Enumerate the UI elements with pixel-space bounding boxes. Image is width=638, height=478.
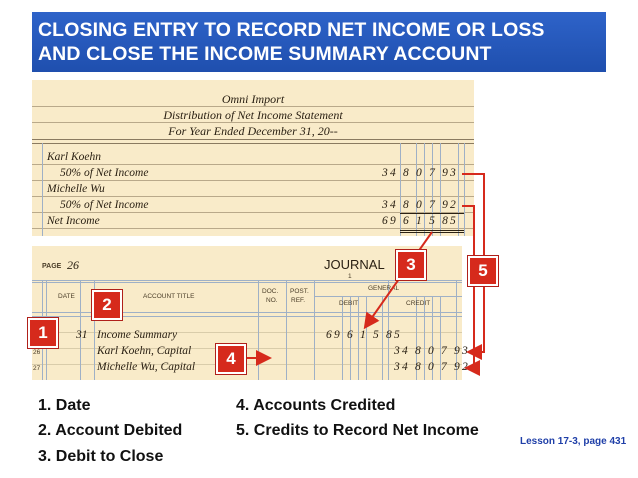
header-date: DATE (58, 293, 75, 300)
callout-3: 3 (396, 250, 426, 280)
journal-row-day: 31 (76, 329, 88, 341)
column-line (350, 296, 351, 380)
rule (32, 143, 474, 144)
column-line (388, 280, 389, 380)
column-line (432, 296, 433, 380)
column-line (440, 296, 441, 380)
statement-row-label: 50% of Net Income (60, 199, 149, 211)
column-line (366, 296, 367, 380)
column-line (286, 280, 287, 380)
journal-line-number: 27 (33, 365, 41, 372)
header-post-ref: REF. (291, 297, 306, 304)
legend-item-3: 3. Debit to Close (38, 448, 164, 465)
column-line (432, 143, 433, 236)
journal-title: JOURNAL (324, 257, 385, 272)
column-line (424, 296, 425, 380)
statement-name: Distribution of Net Income Statement (163, 108, 343, 122)
rule (32, 332, 462, 333)
journal-row-account: Michelle Wu, Capital (97, 361, 196, 373)
legend-item-5: 5. Credits to Record Net Income (236, 422, 479, 439)
callout-5: 5 (468, 256, 498, 286)
header-account-title: ACCOUNT TITLE (143, 293, 195, 300)
journal-row-debit: 69 6 1 5 85 (326, 329, 402, 341)
column-line (464, 143, 465, 236)
statement-row-amount: 69 6 1 5 85 (382, 215, 458, 227)
journal-row-credit: 34 8 0 7 92 (394, 361, 470, 373)
column-line (416, 143, 417, 236)
rule (32, 316, 462, 317)
column-line (440, 143, 441, 236)
margin-line (42, 143, 43, 236)
callout-2: 2 (92, 290, 122, 320)
lesson-reference: Lesson 17-3, page 431 (520, 436, 627, 447)
column-line (400, 143, 401, 236)
journal-sheet-number: 1 (348, 273, 352, 280)
statement-row-label: Karl Koehn (47, 151, 101, 163)
header-doc-no: NO. (266, 297, 278, 304)
title-line-1: CLOSING ENTRY TO RECORD NET INCOME OR LO… (38, 19, 545, 41)
statement-row-amount: 34 8 0 7 93 (382, 167, 458, 179)
rule (32, 348, 462, 349)
rule (32, 228, 474, 229)
statement-company: Omni Import (221, 92, 285, 106)
header-doc: DOC. (262, 288, 279, 295)
callout-4: 4 (216, 344, 246, 374)
rule (32, 122, 474, 123)
slide-title: CLOSING ENTRY TO RECORD NET INCOME OR LO… (32, 12, 606, 72)
arrow-credit-michelle-line (462, 205, 475, 367)
double-rule (400, 230, 464, 231)
rule (32, 180, 474, 181)
statement-row-amount: 34 8 0 7 92 (382, 199, 458, 211)
journal-row-credit: 34 8 0 7 93 (394, 345, 470, 357)
header-credit: CREDIT (406, 300, 431, 307)
journal-line-number: 26 (33, 349, 41, 356)
column-line (80, 280, 81, 380)
journal-page-label: PAGE (42, 263, 62, 270)
statement-row-label: 50% of Net Income (60, 167, 149, 179)
journal-page-number: 26 (67, 258, 79, 272)
total-rule (400, 213, 464, 214)
column-line (314, 280, 315, 380)
header-post: POST. (290, 288, 309, 295)
rule (32, 312, 462, 313)
statement-row-label: Net Income (47, 215, 100, 227)
rule (32, 364, 462, 365)
rule (32, 139, 474, 140)
rule (32, 280, 462, 281)
header-debit: DEBIT (339, 300, 359, 307)
title-line-2: AND CLOSE THE INCOME SUMMARY ACCOUNT (38, 43, 492, 65)
statement-period: For Year Ended December 31, 20-- (168, 124, 338, 138)
column-line (458, 143, 459, 236)
rule (32, 164, 474, 165)
rule (32, 196, 474, 197)
column-line (456, 280, 457, 380)
column-line (94, 280, 95, 380)
column-line (358, 296, 359, 380)
statement-row-label: Michelle Wu (47, 183, 105, 195)
rule (32, 212, 474, 213)
legend-item-1: 1. Date (38, 397, 91, 414)
journal-row-account: Karl Koehn, Capital (97, 345, 192, 357)
column-line (342, 296, 343, 380)
column-line (424, 143, 425, 236)
rule (32, 106, 474, 107)
legend-item-2: 2. Account Debited (38, 422, 183, 439)
callout-1: 1 (28, 318, 58, 348)
rule (32, 282, 462, 283)
legend-item-4: 4. Accounts Credited (236, 397, 396, 414)
distribution-statement: Omni Import Distribution of Net Income S… (32, 80, 474, 236)
column-line (258, 280, 259, 380)
column-line (416, 296, 417, 380)
header-general: GENERAL (368, 285, 400, 292)
journal-row-account: Income Summary (97, 329, 178, 341)
column-line (382, 296, 383, 380)
